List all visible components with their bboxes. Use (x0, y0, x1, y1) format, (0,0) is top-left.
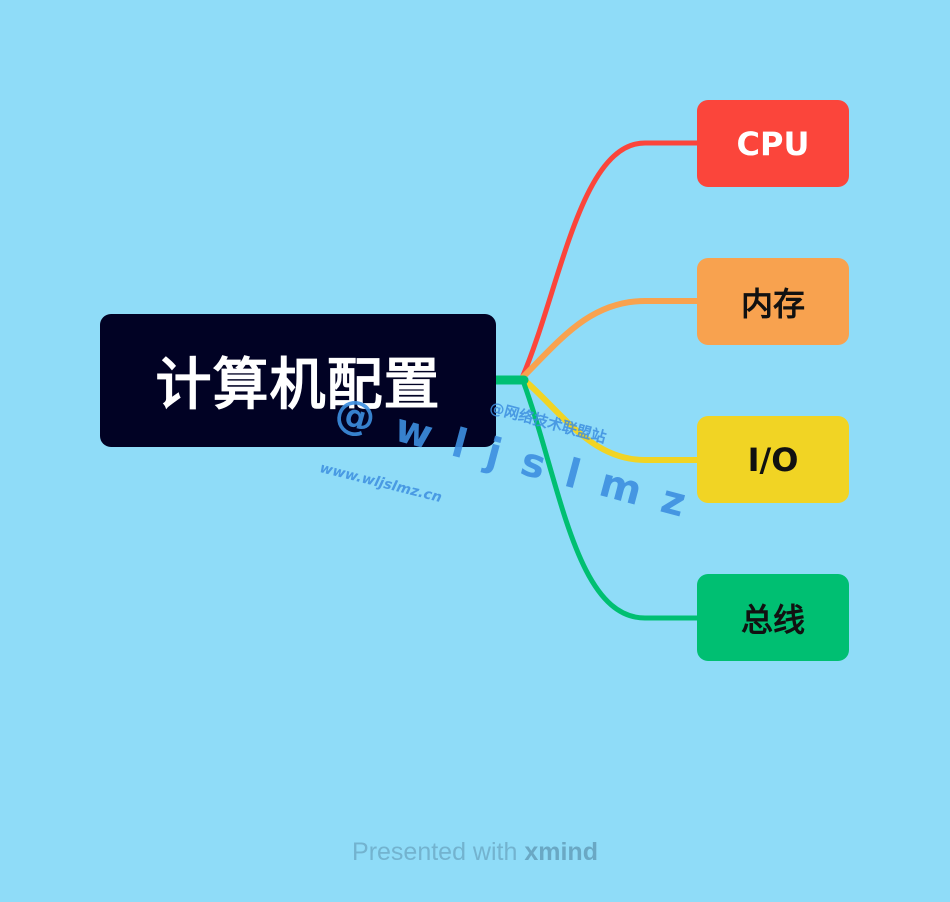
topic-cpu[interactable]: CPU (697, 100, 849, 187)
root-topic[interactable]: 计算机配置 (100, 314, 496, 447)
topic-memory-label: 内存 (740, 284, 805, 323)
branch-line-bus (519, 375, 700, 621)
topic-cpu-label: CPU (736, 124, 810, 163)
topic-memory[interactable]: 内存 (697, 258, 849, 345)
topic-bus-label: 总线 (740, 600, 805, 639)
topic-io[interactable]: I/O (697, 416, 849, 503)
branch-line-memory (519, 298, 700, 381)
root-topic-label: 计算机配置 (155, 353, 441, 418)
branch-line-io (519, 375, 700, 463)
topic-bus[interactable]: 总线 (697, 574, 849, 661)
topic-io-label: I/O (747, 440, 799, 479)
footer-credit: Presented with xmind (0, 838, 950, 867)
branch-line-cpu (519, 140, 700, 381)
footer-prefix: Presented with (352, 838, 518, 866)
footer-brand: xmind (524, 838, 598, 866)
